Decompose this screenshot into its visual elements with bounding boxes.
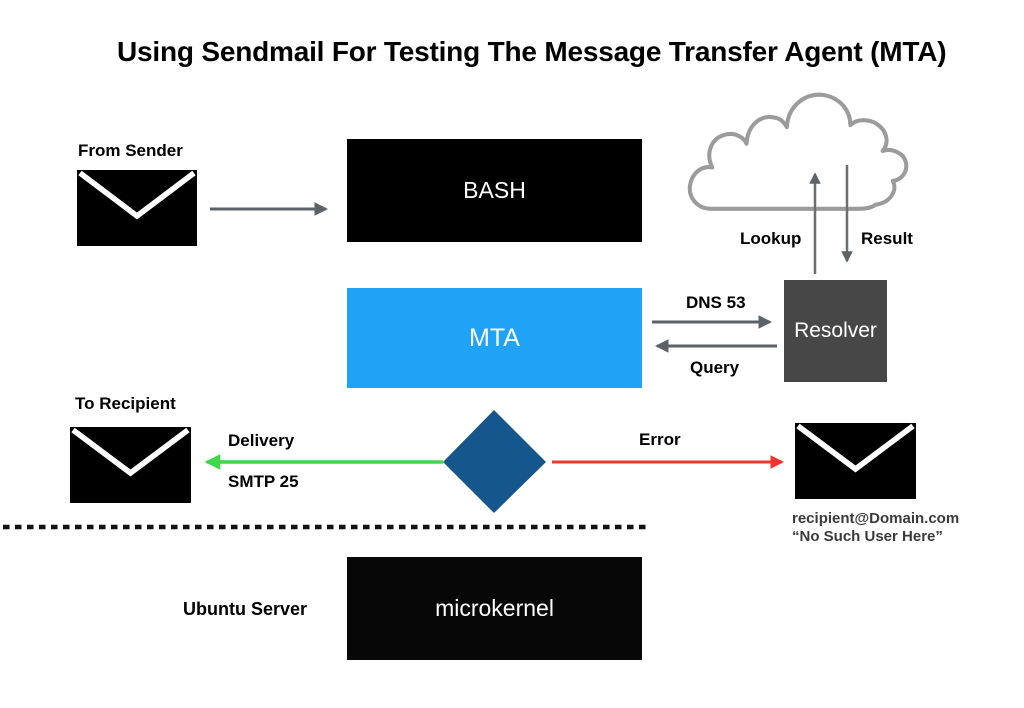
smtp-port-label: SMTP 25 (228, 472, 299, 491)
mta-node: MTA (347, 288, 642, 388)
recipient-quote-label: “No Such User Here” (792, 528, 943, 545)
ubuntu-server-label: Ubuntu Server (183, 599, 308, 619)
sender-envelope-icon (77, 170, 197, 246)
lookup-label: Lookup (740, 229, 802, 248)
recipient-address-label: recipient@Domain.com (792, 510, 960, 527)
decision-diamond (443, 410, 546, 513)
result-label: Result (861, 229, 913, 248)
internet-cloud-icon (683, 91, 921, 215)
error-label: Error (639, 430, 681, 449)
page-title: Using Sendmail For Testing The Message T… (117, 36, 947, 67)
recipient-envelope-icon (70, 427, 191, 503)
query-label: Query (690, 358, 740, 377)
dns-port-label: DNS 53 (686, 293, 746, 312)
from-sender-label: From Sender (78, 141, 183, 160)
error-envelope-icon (795, 423, 916, 499)
delivery-label: Delivery (228, 431, 295, 450)
to-recipient-label: To Recipient (75, 394, 176, 413)
microkernel-node: microkernel (347, 557, 642, 660)
bash-node: BASH (347, 139, 642, 242)
resolver-node: Resolver (784, 280, 887, 382)
